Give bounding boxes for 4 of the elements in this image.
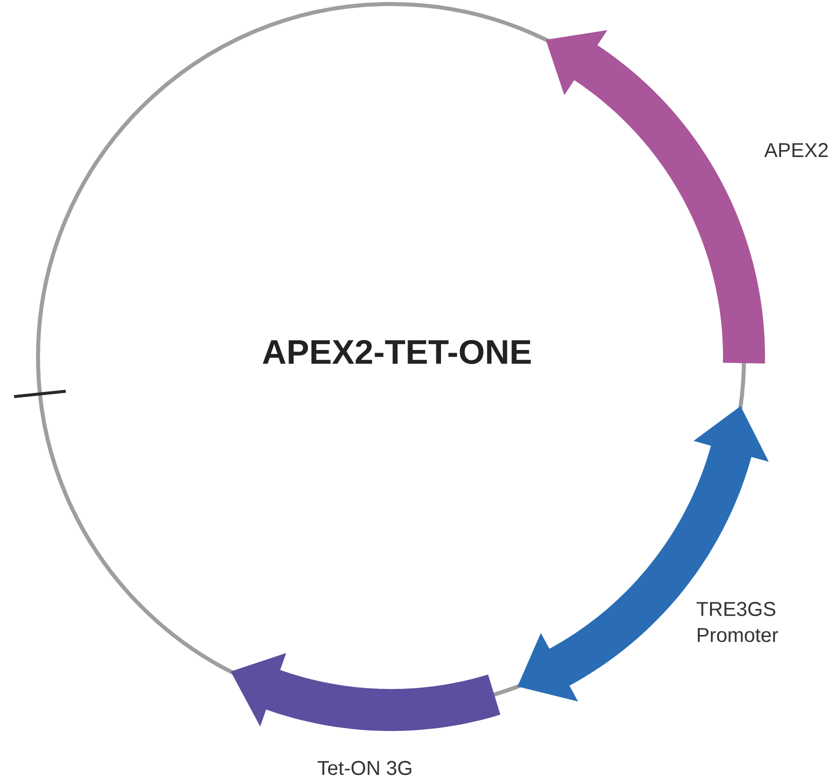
feature-label: TRE3GS Promoter bbox=[696, 602, 778, 642]
plasmid-name: APEX2-TET-ONE bbox=[262, 340, 531, 364]
feature-label: APEX2 bbox=[764, 143, 828, 157]
feature-label: Tet-ON 3G bbox=[318, 760, 412, 776]
